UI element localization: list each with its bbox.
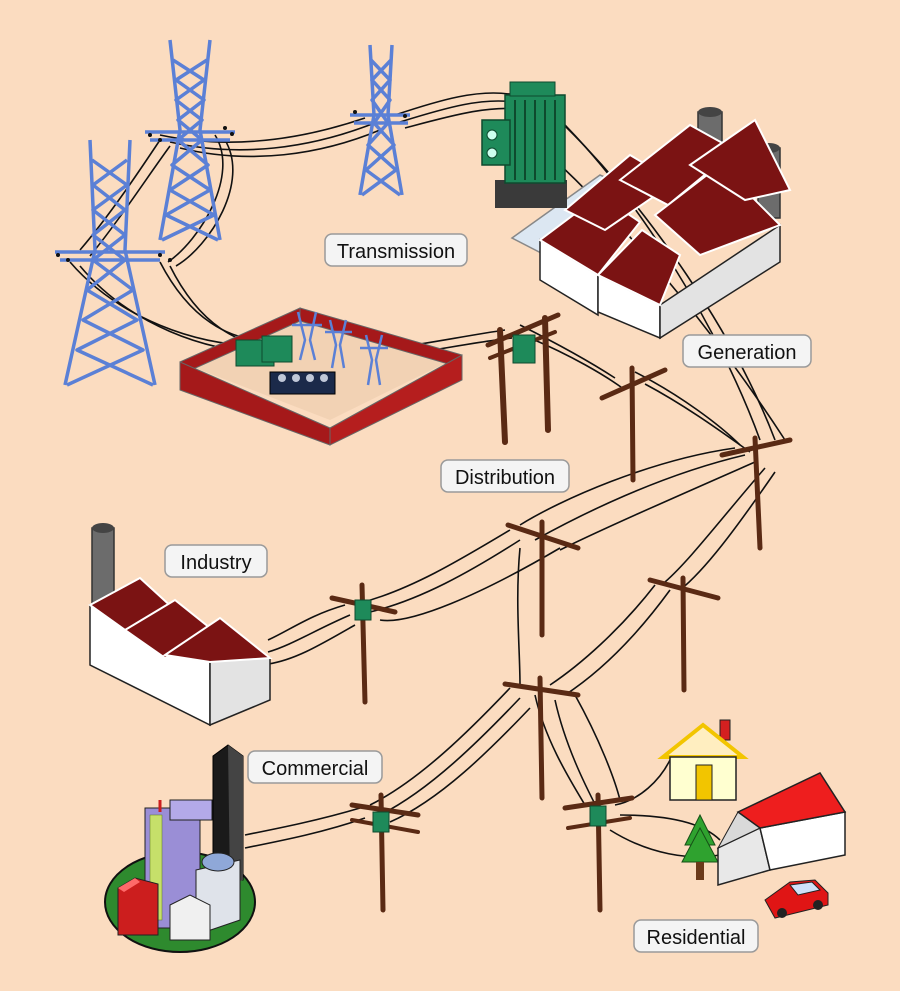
pole-transformer	[512, 334, 536, 364]
utility-pole	[349, 792, 421, 913]
label-transmission-text: Transmission	[337, 241, 455, 263]
substation	[179, 307, 463, 446]
transmission-tower	[350, 44, 410, 197]
utility-pole	[329, 582, 398, 705]
tree	[681, 813, 719, 880]
label-commercial-text: Commercial	[262, 758, 369, 780]
transmission-towers	[55, 39, 410, 387]
house	[657, 719, 749, 801]
transmission-tower	[145, 39, 235, 242]
commercial-district	[104, 744, 256, 953]
label-generation: Generation	[682, 334, 812, 368]
utility-pole	[562, 792, 635, 913]
pole-transformer	[589, 805, 607, 827]
pole-transformer	[372, 811, 390, 833]
label-commercial: Commercial	[247, 750, 383, 784]
label-residential-text: Residential	[647, 927, 746, 949]
substation-transformer	[235, 335, 336, 395]
industry-building	[88, 523, 273, 727]
label-generation-text: Generation	[698, 342, 797, 364]
utility-pole	[485, 312, 561, 445]
pole-transformer	[354, 599, 372, 621]
label-residential: Residential	[633, 919, 759, 953]
label-industry-text: Industry	[180, 552, 251, 574]
house	[716, 772, 847, 886]
label-industry: Industry	[164, 544, 268, 578]
generation-transformer	[481, 81, 567, 208]
label-transmission: Transmission	[324, 233, 468, 267]
utility-pole	[719, 435, 793, 551]
label-distribution-text: Distribution	[455, 467, 555, 489]
generation-plant	[481, 81, 792, 340]
car	[764, 879, 829, 919]
utility-pole	[599, 365, 668, 483]
label-distribution: Distribution	[440, 459, 570, 493]
utility-pole	[647, 575, 721, 693]
utility-pole	[502, 675, 581, 801]
transmission-tower	[55, 139, 165, 387]
residential-area	[657, 719, 847, 919]
distribution-poles	[329, 312, 793, 913]
utility-pole	[505, 519, 581, 638]
